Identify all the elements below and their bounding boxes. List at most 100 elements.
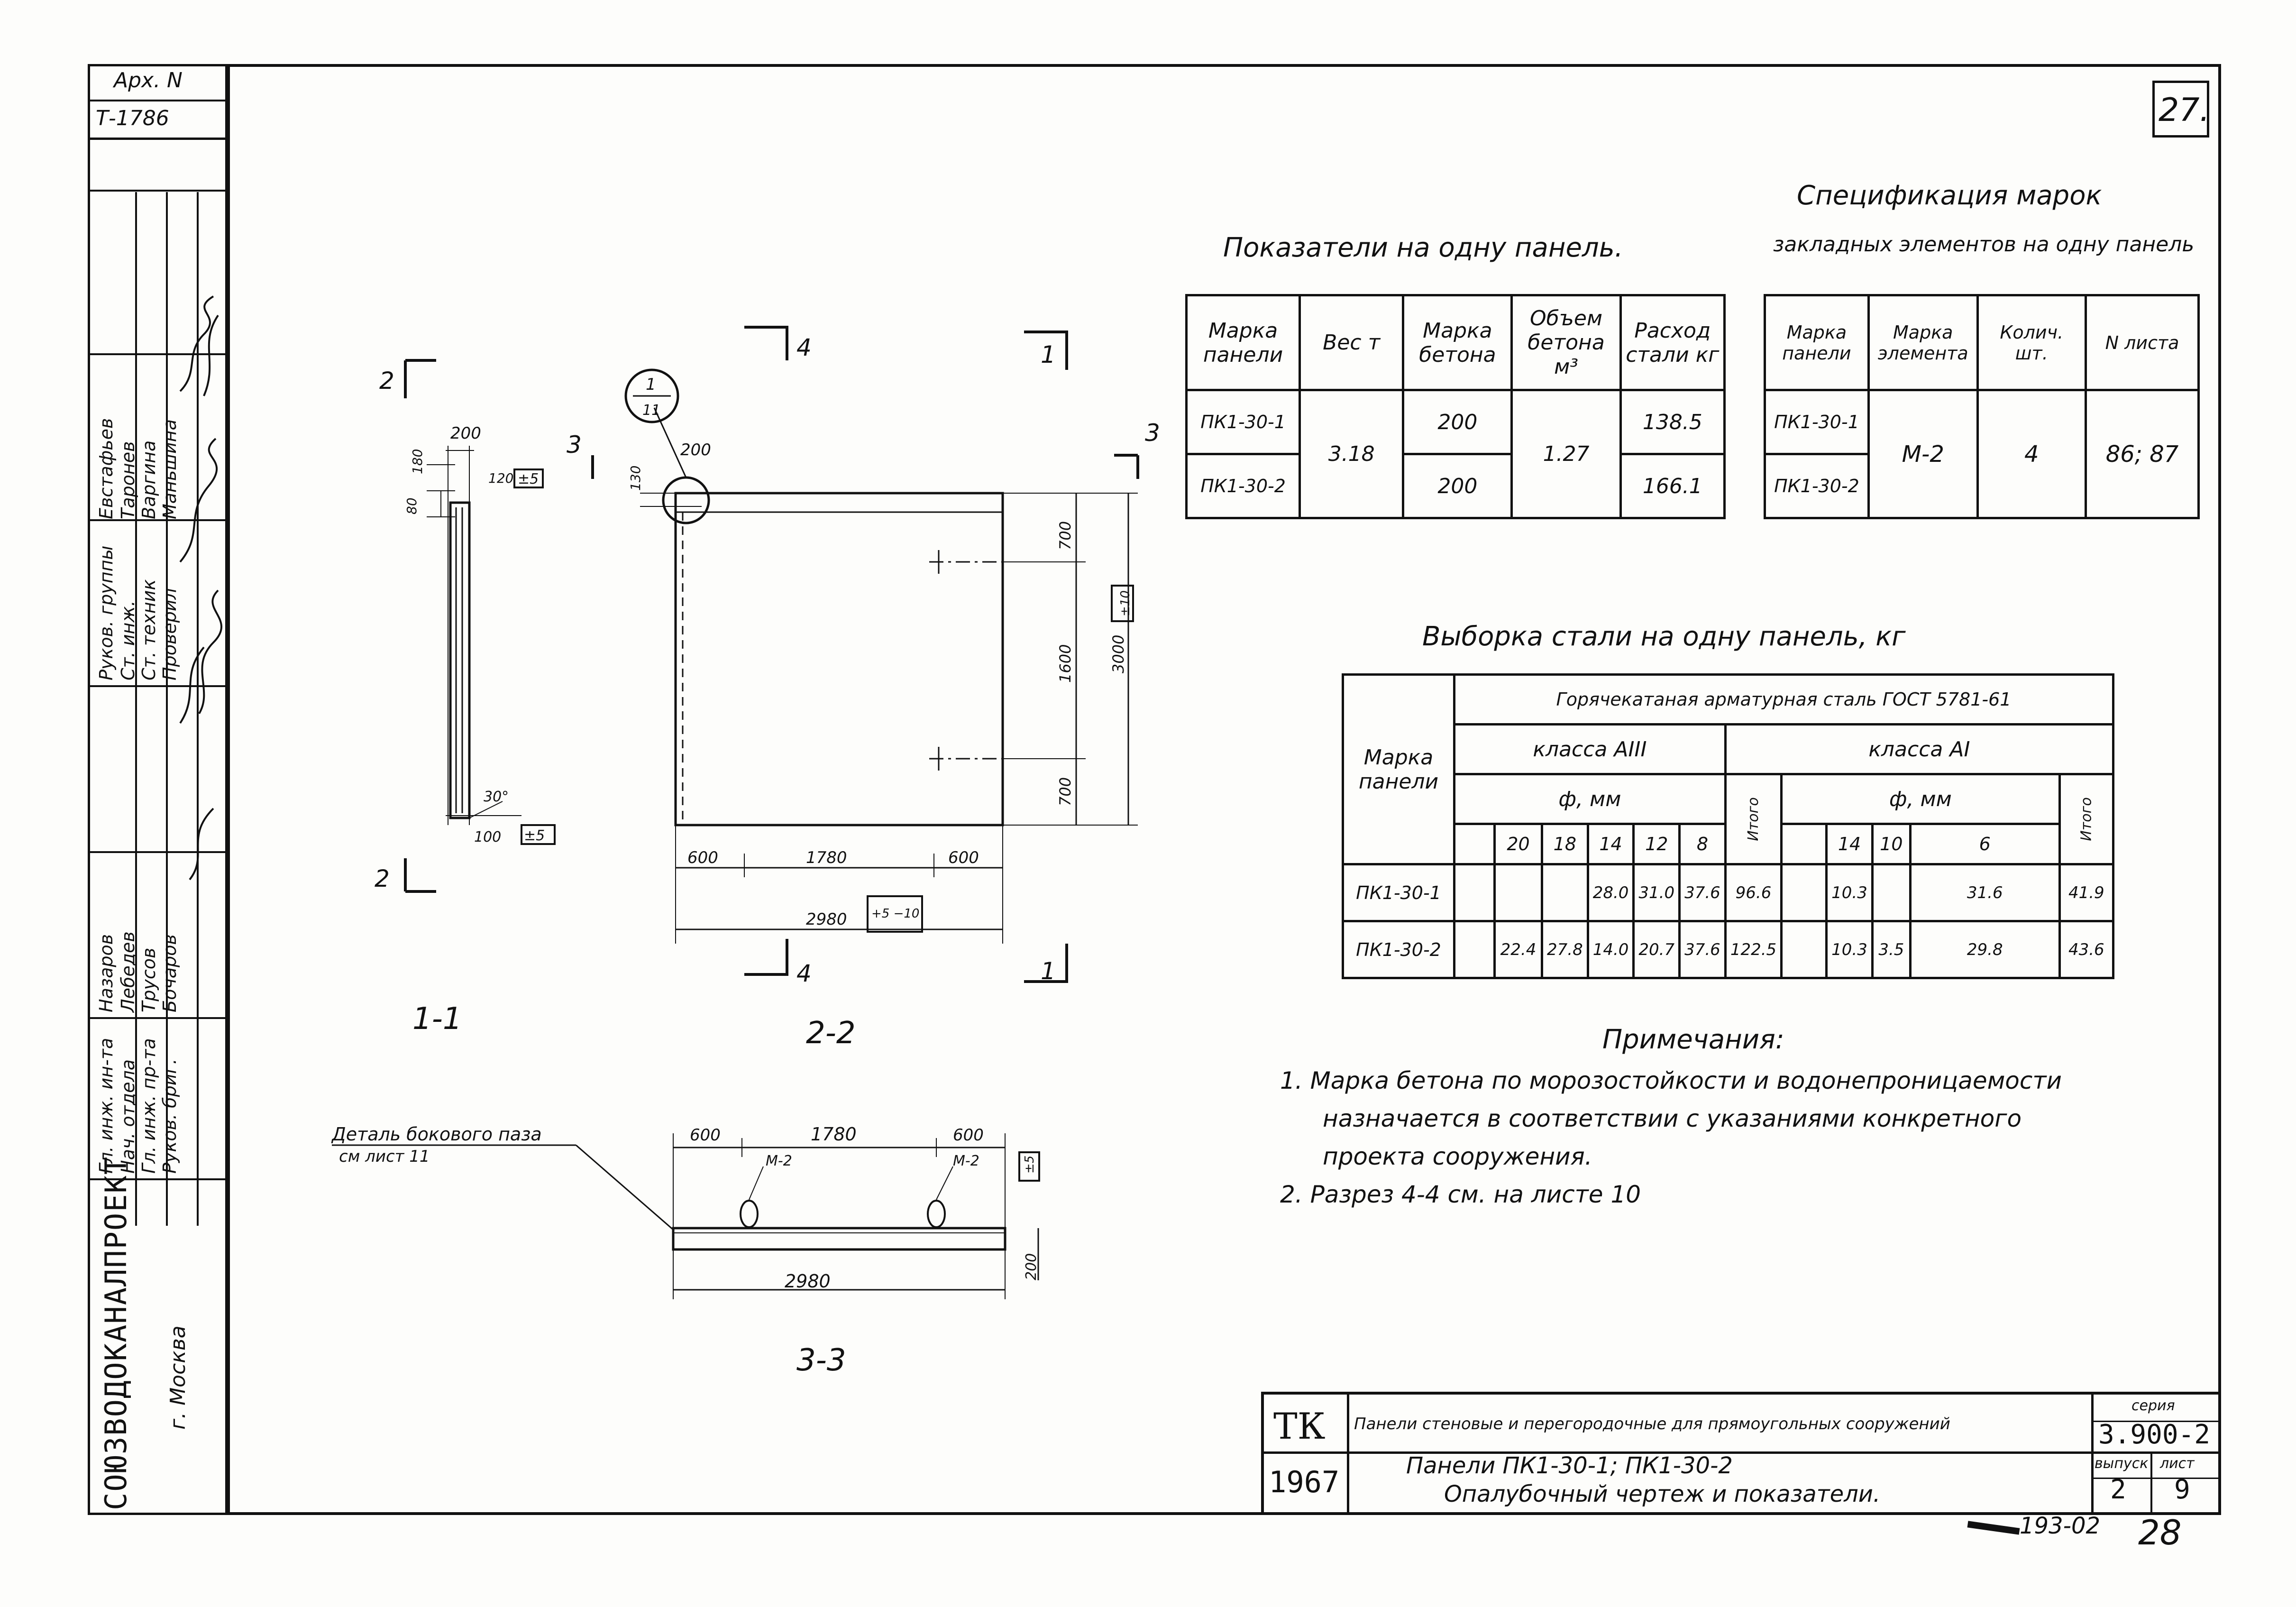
steel-row2-a3-3: 20.7: [1632, 920, 1681, 979]
spec-title-line2: закладных элементов на одну панель: [1773, 232, 2195, 257]
archive-number: Т-1786: [96, 106, 169, 130]
s11-d80: 80: [404, 497, 420, 514]
s11-d120: 120: [488, 470, 513, 486]
steel-row1-a1-2: 31.6: [1909, 863, 2061, 922]
steel-row2-a3-total: 122.5: [1724, 920, 1783, 979]
steel-row1-mark: ПК1-30-1: [1342, 863, 1455, 922]
steel-row2-a1-0: 10.3: [1825, 920, 1874, 979]
steel-a3-d20: 20: [1493, 823, 1543, 865]
s33-m2-left: М-2: [766, 1153, 792, 1169]
callout-sheet: 11: [642, 402, 660, 419]
cut-2-top: 2: [379, 367, 394, 395]
issue-value: 2: [2110, 1474, 2126, 1505]
s11-tol1: ±5: [518, 471, 539, 487]
steel-row2-mark: ПК1-30-2: [1342, 920, 1455, 979]
s33-d600a: 600: [690, 1126, 721, 1145]
indicators-header-mark: Марка панели: [1185, 294, 1301, 391]
steel-row2-blank: [1453, 920, 1496, 979]
s22-d1600: 1600: [1056, 644, 1074, 683]
steel-row2-a3-4: 37.6: [1678, 920, 1727, 979]
s11-tol2: ±5: [524, 827, 545, 844]
steel-total-a1-header: Итого: [2058, 773, 2115, 865]
indicators-row1-mark: ПК1-30-1: [1185, 389, 1301, 455]
steel-a3-d8: 8: [1678, 823, 1727, 865]
section-1-1-label: 1-1: [412, 1001, 462, 1037]
steel-row1-a3-total: 96.6: [1724, 863, 1783, 922]
indicators-header-concrete: Марка бетона: [1402, 294, 1513, 391]
cut-1-bottom: 1: [1041, 957, 1056, 985]
steel-row1-a3-4: 37.6: [1678, 863, 1727, 922]
steel-row2-a3-0: 22.4: [1493, 920, 1543, 979]
note-line-2: назначается в соответствии с указаниями …: [1323, 1105, 2022, 1132]
notes-title: Примечания:: [1602, 1024, 1784, 1055]
side-stamp: Руков. группы Евстафьев Ст. инж. Таронев…: [88, 138, 230, 1515]
s11-d200: 200: [450, 424, 481, 443]
section-3-3-label: 3-3: [796, 1343, 846, 1378]
steel-a1-d14: 14: [1825, 823, 1874, 865]
s33-d600b: 600: [953, 1126, 984, 1145]
s22-d1780: 1780: [806, 848, 847, 867]
archive-code: 193-02: [2020, 1513, 2101, 1539]
spec-table: Марка панели Марка элемента Колич. шт. N…: [1764, 294, 2200, 519]
spec-row2-mark: ПК1-30-2: [1764, 453, 1870, 519]
spec-header-mark: Марка панели: [1764, 294, 1870, 391]
steel-title: Выборка стали на одну панель, кг: [1422, 621, 1906, 652]
steel-row1-a1-0: 10.3: [1825, 863, 1874, 922]
issue-label: выпуск: [2095, 1455, 2149, 1472]
cut-4-bottom: 4: [796, 960, 812, 987]
indicators-title: Показатели на одну панель.: [1223, 232, 1623, 263]
section-2-2-drawing: [591, 326, 1139, 983]
series-label: серия: [2131, 1397, 2175, 1414]
steel-row2-a1-1: 3.5: [1871, 920, 1912, 979]
steel-class-a3: класса АIII: [1453, 723, 1727, 775]
indicators-row1-steel: 138.5: [1619, 389, 1726, 455]
indicators-row1-concrete: 200: [1402, 389, 1513, 455]
steel-header-mark: Марка панели: [1342, 673, 1455, 865]
sheet-value: 9: [2174, 1474, 2190, 1505]
s22-tol-w: +5 −10: [871, 907, 919, 921]
steel-row1-a1-blank: [1780, 863, 1828, 922]
steel-row2-a3-2: 14.0: [1586, 920, 1635, 979]
steel-row2-a3-1: 27.8: [1541, 920, 1589, 979]
steel-header-group: Горячекатаная арматурная сталь ГОСТ 5781…: [1453, 673, 2114, 725]
spec-sheet: 86; 87: [2085, 389, 2200, 519]
desc-line2: Панели ПК1-30-1; ПК1-30-2: [1406, 1452, 1733, 1479]
s11-d180: 180: [410, 449, 425, 474]
indicators-weight: 3.18: [1299, 389, 1405, 519]
indicators-row2-mark: ПК1-30-2: [1185, 453, 1301, 519]
page-number-top: 27.: [2159, 92, 2210, 129]
indicators-header-volume: Объем бетона м³: [1510, 294, 1622, 391]
cut-4-top: 4: [796, 334, 812, 361]
title-block: ТК 1967 Панели стеновые и перегородочные…: [1261, 1392, 2221, 1515]
indicators-header-steel: Расход стали кг: [1619, 294, 1726, 391]
section-1-1-drawing: [404, 359, 556, 893]
steel-a3-blank: [1453, 823, 1496, 865]
desc-line3: Опалубочный чертеж и показатели.: [1444, 1481, 1881, 1507]
steel-diam-a3: ф, мм: [1453, 773, 1727, 825]
sheet-frame: [225, 64, 2221, 1515]
steel-a3-d18: 18: [1541, 823, 1589, 865]
s22-d600a: 600: [687, 848, 718, 867]
steel-a1-d10: 10: [1871, 823, 1912, 865]
steel-a1-blank: [1780, 823, 1828, 865]
s22-d3000: 3000: [1109, 635, 1127, 673]
archive-label: Арх. N: [114, 68, 183, 92]
spec-row1-mark: ПК1-30-1: [1764, 389, 1870, 455]
s22-d700b: 700: [1056, 777, 1074, 806]
steel-row1-a1-1: [1871, 863, 1912, 922]
page-number-box: 27.: [2152, 81, 2210, 138]
callout-num: 1: [646, 375, 656, 394]
spec-header-sheet: N листа: [2085, 294, 2200, 391]
note-line-1: 1. Марка бетона по морозостойкости и вод…: [1280, 1067, 2062, 1094]
steel-table: Марка панели Горячекатаная арматурная ст…: [1342, 673, 2115, 979]
indicators-table: Марка панели Вес т Марка бетона Объем бе…: [1185, 294, 1726, 519]
steel-row1-a3-2: 28.0: [1586, 863, 1635, 922]
series-value: 3.900-2: [2098, 1419, 2211, 1450]
s22-d200: 200: [680, 441, 711, 459]
cut-2-bottom: 2: [375, 865, 390, 892]
s33-d200: 200: [1023, 1253, 1040, 1280]
steel-a3-d14: 14: [1586, 823, 1635, 865]
spec-element: М-2: [1867, 389, 1979, 519]
cut-3-left: 3: [567, 431, 582, 459]
s22-tol-h: ±10: [1118, 590, 1133, 616]
